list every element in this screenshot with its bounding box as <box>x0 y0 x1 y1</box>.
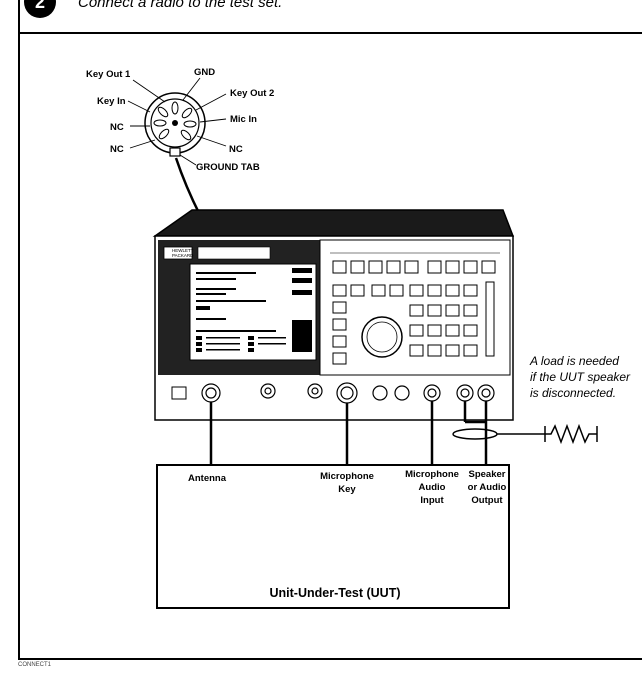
port-label-mic-audio-2: Audio <box>419 482 446 493</box>
load-note-line2: if the UUT speaker <box>530 370 631 384</box>
pin-label-nc-3: NC <box>229 144 243 155</box>
port-label-mic-key-2: Key <box>338 484 356 495</box>
load-note-line3: is disconnected. <box>530 386 616 400</box>
pin-label-key-in: Key In <box>97 96 126 107</box>
port-label-antenna: Antenna <box>188 473 227 484</box>
svg-text:PACKARD: PACKARD <box>172 253 194 258</box>
load-resistor <box>497 423 598 445</box>
ground-tab-shape <box>169 147 181 157</box>
svg-text:HEWLETT: HEWLETT <box>172 248 194 253</box>
port-label-mic-audio-3: Input <box>420 495 444 506</box>
pin-label-ground-tab: GROUND TAB <box>196 162 260 173</box>
test-set: HEWLETT PACKARD <box>152 209 515 421</box>
pin-label-gnd: GND <box>194 67 215 78</box>
figure-id: CONNECT1 <box>18 662 52 668</box>
pin-label-nc-1: NC <box>110 122 124 133</box>
port-label-speaker-3: Output <box>471 495 503 506</box>
step-header: 2 Connect a radio to the test set. <box>18 0 642 34</box>
pin-label-key-out-2: Key Out 2 <box>230 88 274 99</box>
pin-label-mic-in: Mic In <box>230 114 257 125</box>
port-label-speaker-1: Speaker <box>469 469 506 480</box>
pin-label-key-out-1: Key Out 1 <box>86 69 131 80</box>
cables <box>209 401 488 465</box>
port-label-mic-audio-1: Microphone <box>405 469 459 480</box>
step-instruction: Connect a radio to the test set. <box>78 0 283 11</box>
load-note-line1: A load is needed <box>529 354 619 368</box>
port-label-speaker-2: or Audio <box>468 482 507 493</box>
mic-connector-diagram: Key Out 1 GND Key In Key Out 2 Mic In NC… <box>86 67 274 173</box>
pin-label-nc-2: NC <box>110 144 124 155</box>
port-label-mic-key-1: Microphone <box>320 471 374 482</box>
hp-logo <box>163 246 193 260</box>
uut-title: Unit-Under-Test (UUT) <box>270 586 401 600</box>
test-set-top <box>152 209 515 237</box>
uut-box <box>156 464 510 609</box>
figure-frame <box>18 0 642 660</box>
cable-bundle-ring <box>452 428 498 440</box>
step-number-badge: 2 <box>24 0 56 18</box>
